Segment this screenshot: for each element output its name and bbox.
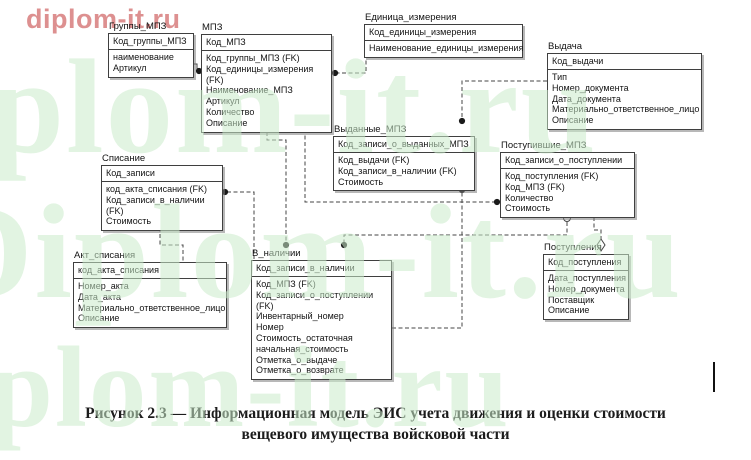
- entity-spisanie: Списание Код_записи код_акта_списания (F…: [101, 153, 223, 232]
- entity-attrs: Наименование_единицы_измерения: [369, 43, 524, 53]
- rel-mpz-vnalichii: [266, 119, 287, 242]
- entity-box: Код_группы_МПЗ наименование Артикул: [108, 33, 194, 78]
- rel-postuplenia-postupivshie: [593, 217, 602, 239]
- entity-mpz: МПЗ Код_МПЗ Код_группы_МПЗ (FK) Код_един…: [201, 22, 332, 133]
- text-cursor: [713, 362, 715, 392]
- rel-unit-mpz: [337, 54, 367, 74]
- entity-pk: Код_группы_МПЗ: [109, 34, 193, 50]
- entity-attrs: Код_МПЗ (FK) Код_записи_о_поступлении (F…: [256, 279, 374, 376]
- figure-caption: Рисунок 2.3 — Информационная модель ЭИС …: [0, 403, 751, 445]
- entity-box: Код_МПЗ Код_группы_МПЗ (FK) Код_единицы_…: [201, 34, 332, 133]
- entity-title: Поступления: [544, 242, 602, 253]
- entity-box: Код_единицы_измерения Наименование_едини…: [364, 24, 523, 58]
- entity-box: Код_записи код_акта_списания (FK) Код_за…: [101, 165, 223, 232]
- entity-box: Код_записи_в_наличии Код_МПЗ (FK) Код_за…: [251, 260, 392, 381]
- entity-attrs: наименование Артикул: [113, 52, 174, 73]
- entity-attrs: Код_группы_МПЗ (FK) Код_единицы_измерени…: [206, 53, 314, 128]
- entity-title: В_наличии: [252, 248, 301, 259]
- entity-pk: Код_записи_в_наличии: [252, 261, 391, 277]
- entity-box: Код_записи_о_выданных_МПЗ Код_выдачи (FK…: [333, 136, 475, 192]
- rel-mpz-postupivshie: [304, 129, 495, 203]
- entity-postuplenia: Поступления Код_поступления Дата_поступл…: [543, 242, 629, 321]
- rel-vnalichii-spisanie: [227, 191, 255, 259]
- entity-pk: Код_выдачи: [548, 54, 701, 70]
- entity-pk: Код_записи: [102, 166, 222, 182]
- entity-title: Акт_списания: [74, 250, 136, 261]
- caption-line-2: вещевого имущества войсковой части: [241, 426, 510, 443]
- entity-pk: Код_записи_о_поступлении: [501, 153, 634, 169]
- entity-title: Списание: [102, 153, 146, 164]
- caption-line-1: Рисунок 2.3 — Информационная модель ЭИС …: [85, 405, 666, 422]
- entity-title: Группы_МПЗ: [109, 21, 167, 32]
- entity-vydacha: Выдача Код_выдачи Тип Номер_документа Да…: [547, 41, 702, 130]
- entity-pk: Код_записи_о_выданных_МПЗ: [334, 137, 474, 153]
- entity-unit: Единица_измерения Код_единицы_измерения …: [364, 12, 523, 58]
- entity-attrs: Код_поступления (FK) Код_МПЗ (FK) Количе…: [505, 171, 599, 214]
- entity-attrs: Код_выдачи (FK) Код_записи_в_наличии (FK…: [338, 155, 457, 187]
- entity-box: Код_поступления Дата_поступления Номер_д…: [543, 254, 629, 321]
- entity-pk: Код_МПЗ: [202, 35, 331, 51]
- open-diamond-marker: [596, 238, 606, 252]
- entity-title: Выдача: [548, 41, 583, 52]
- entity-box: Код_выдачи Тип Номер_документа Дата_доку…: [547, 53, 702, 130]
- rel-vnalichii-vydannye: [392, 193, 463, 329]
- entity-groups: Группы_МПЗ Код_группы_МПЗ наименование А…: [108, 21, 194, 78]
- entity-vydannye: Выданные_МПЗ Код_записи_о_выданных_МПЗ К…: [333, 124, 475, 192]
- entity-pk: код_акта_списания: [74, 263, 226, 279]
- entity-box: Код_записи_о_поступлении Код_поступления…: [500, 152, 635, 219]
- entity-title: МПЗ: [202, 22, 223, 33]
- entity-akt-spisania: Акт_списания код_акта_списания Номер_акт…: [73, 250, 227, 329]
- entity-attrs: Номер_акта Дата_акта Материально_ответст…: [78, 281, 226, 324]
- rel-vydacha-vydannye: [461, 80, 547, 118]
- entity-title: Выданные_МПЗ: [334, 124, 407, 135]
- rel-postupivshie-vnalichii: [343, 222, 568, 242]
- site-logo: diplom-it.ru: [26, 4, 181, 34]
- entity-title: Поступившие_МПЗ: [501, 140, 587, 151]
- entity-v-nalichii: В_наличии Код_записи_в_наличии Код_МПЗ (…: [251, 248, 392, 381]
- entity-pk: Код_единицы_измерения: [365, 25, 522, 41]
- entity-attrs: код_акта_списания (FK) Код_записи_в_нали…: [106, 184, 207, 227]
- entity-attrs: Тип Номер_документа Дата_документа Матер…: [552, 72, 700, 126]
- entity-postupivshie-mpz: Поступившие_МПЗ Код_записи_о_поступлении…: [500, 140, 635, 219]
- entity-attrs: Дата_поступления Номер_документа Поставщ…: [548, 273, 627, 316]
- entity-title: Единица_измерения: [365, 12, 457, 23]
- entity-pk: Код_поступления: [544, 255, 628, 271]
- rel-akt-spisanie: [159, 221, 184, 261]
- entity-box: код_акта_списания Номер_акта Дата_акта М…: [73, 262, 227, 329]
